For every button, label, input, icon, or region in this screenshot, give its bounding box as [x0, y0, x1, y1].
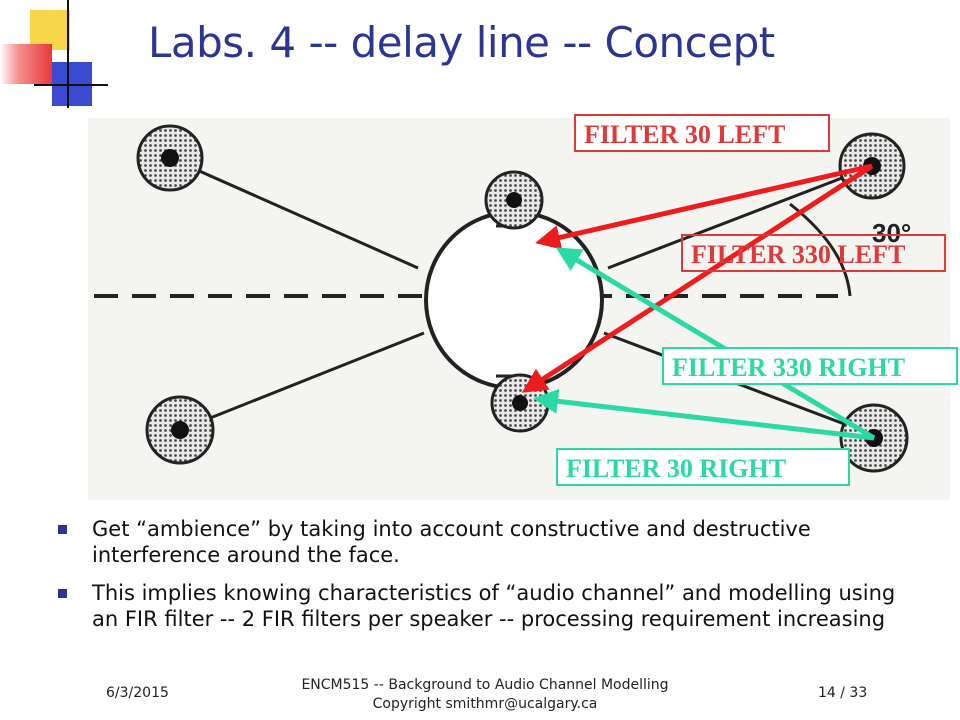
bullet-item: This implies knowing characteristics of … — [58, 580, 928, 632]
speaker-rear-left — [145, 395, 215, 465]
corner-decoration — [0, 0, 110, 110]
label-filter-30-left: FILTER 30 LEFT — [574, 114, 830, 152]
footer-date: 6/3/2015 — [106, 685, 169, 701]
bullet-text: Get “ambience” by taking into account co… — [92, 517, 811, 567]
spoke-front-left — [169, 156, 419, 270]
spoke-front-right — [607, 166, 869, 270]
arrow-filter-330-right — [555, 247, 876, 441]
bullet-icon — [58, 589, 67, 598]
angle-label: 30° — [872, 218, 911, 248]
footer-course: ENCM515 -- Background to Audio Channel M… — [301, 677, 669, 693]
footer-copyright: Copyright smithmr@ucalgary.ca — [372, 696, 598, 712]
vertical-rule — [67, 0, 69, 108]
speaker-top-center — [484, 170, 544, 230]
speaker-front-left — [136, 124, 204, 192]
arrow-filter-330-left — [521, 163, 874, 393]
label-filter-330-right: FILTER 330 RIGHT — [662, 347, 958, 385]
bullet-item: Get “ambience” by taking into account co… — [58, 516, 928, 568]
speaker-diagram: 30° — [88, 118, 950, 500]
label-filter-330-left: FILTER 330 LEFT — [681, 234, 946, 272]
horizontal-rule — [34, 84, 108, 86]
spoke-rear-left — [179, 331, 425, 432]
bullet-text: This implies knowing characteristics of … — [92, 581, 896, 631]
bullet-list: Get “ambience” by taking into account co… — [58, 516, 928, 644]
red-square — [0, 44, 52, 84]
footer-center: ENCM515 -- Background to Audio Channel M… — [280, 676, 690, 714]
arrow-filter-30-left — [535, 163, 873, 250]
footer-page-number: 14 / 33 — [818, 685, 868, 701]
slide-title: Labs. 4 -- delay line -- Concept — [148, 18, 775, 67]
arrow-filter-30-right — [533, 388, 875, 441]
listener-head — [424, 210, 604, 390]
yellow-square — [30, 10, 70, 50]
bullet-icon — [58, 525, 67, 534]
label-filter-30-right: FILTER 30 RIGHT — [556, 448, 850, 486]
